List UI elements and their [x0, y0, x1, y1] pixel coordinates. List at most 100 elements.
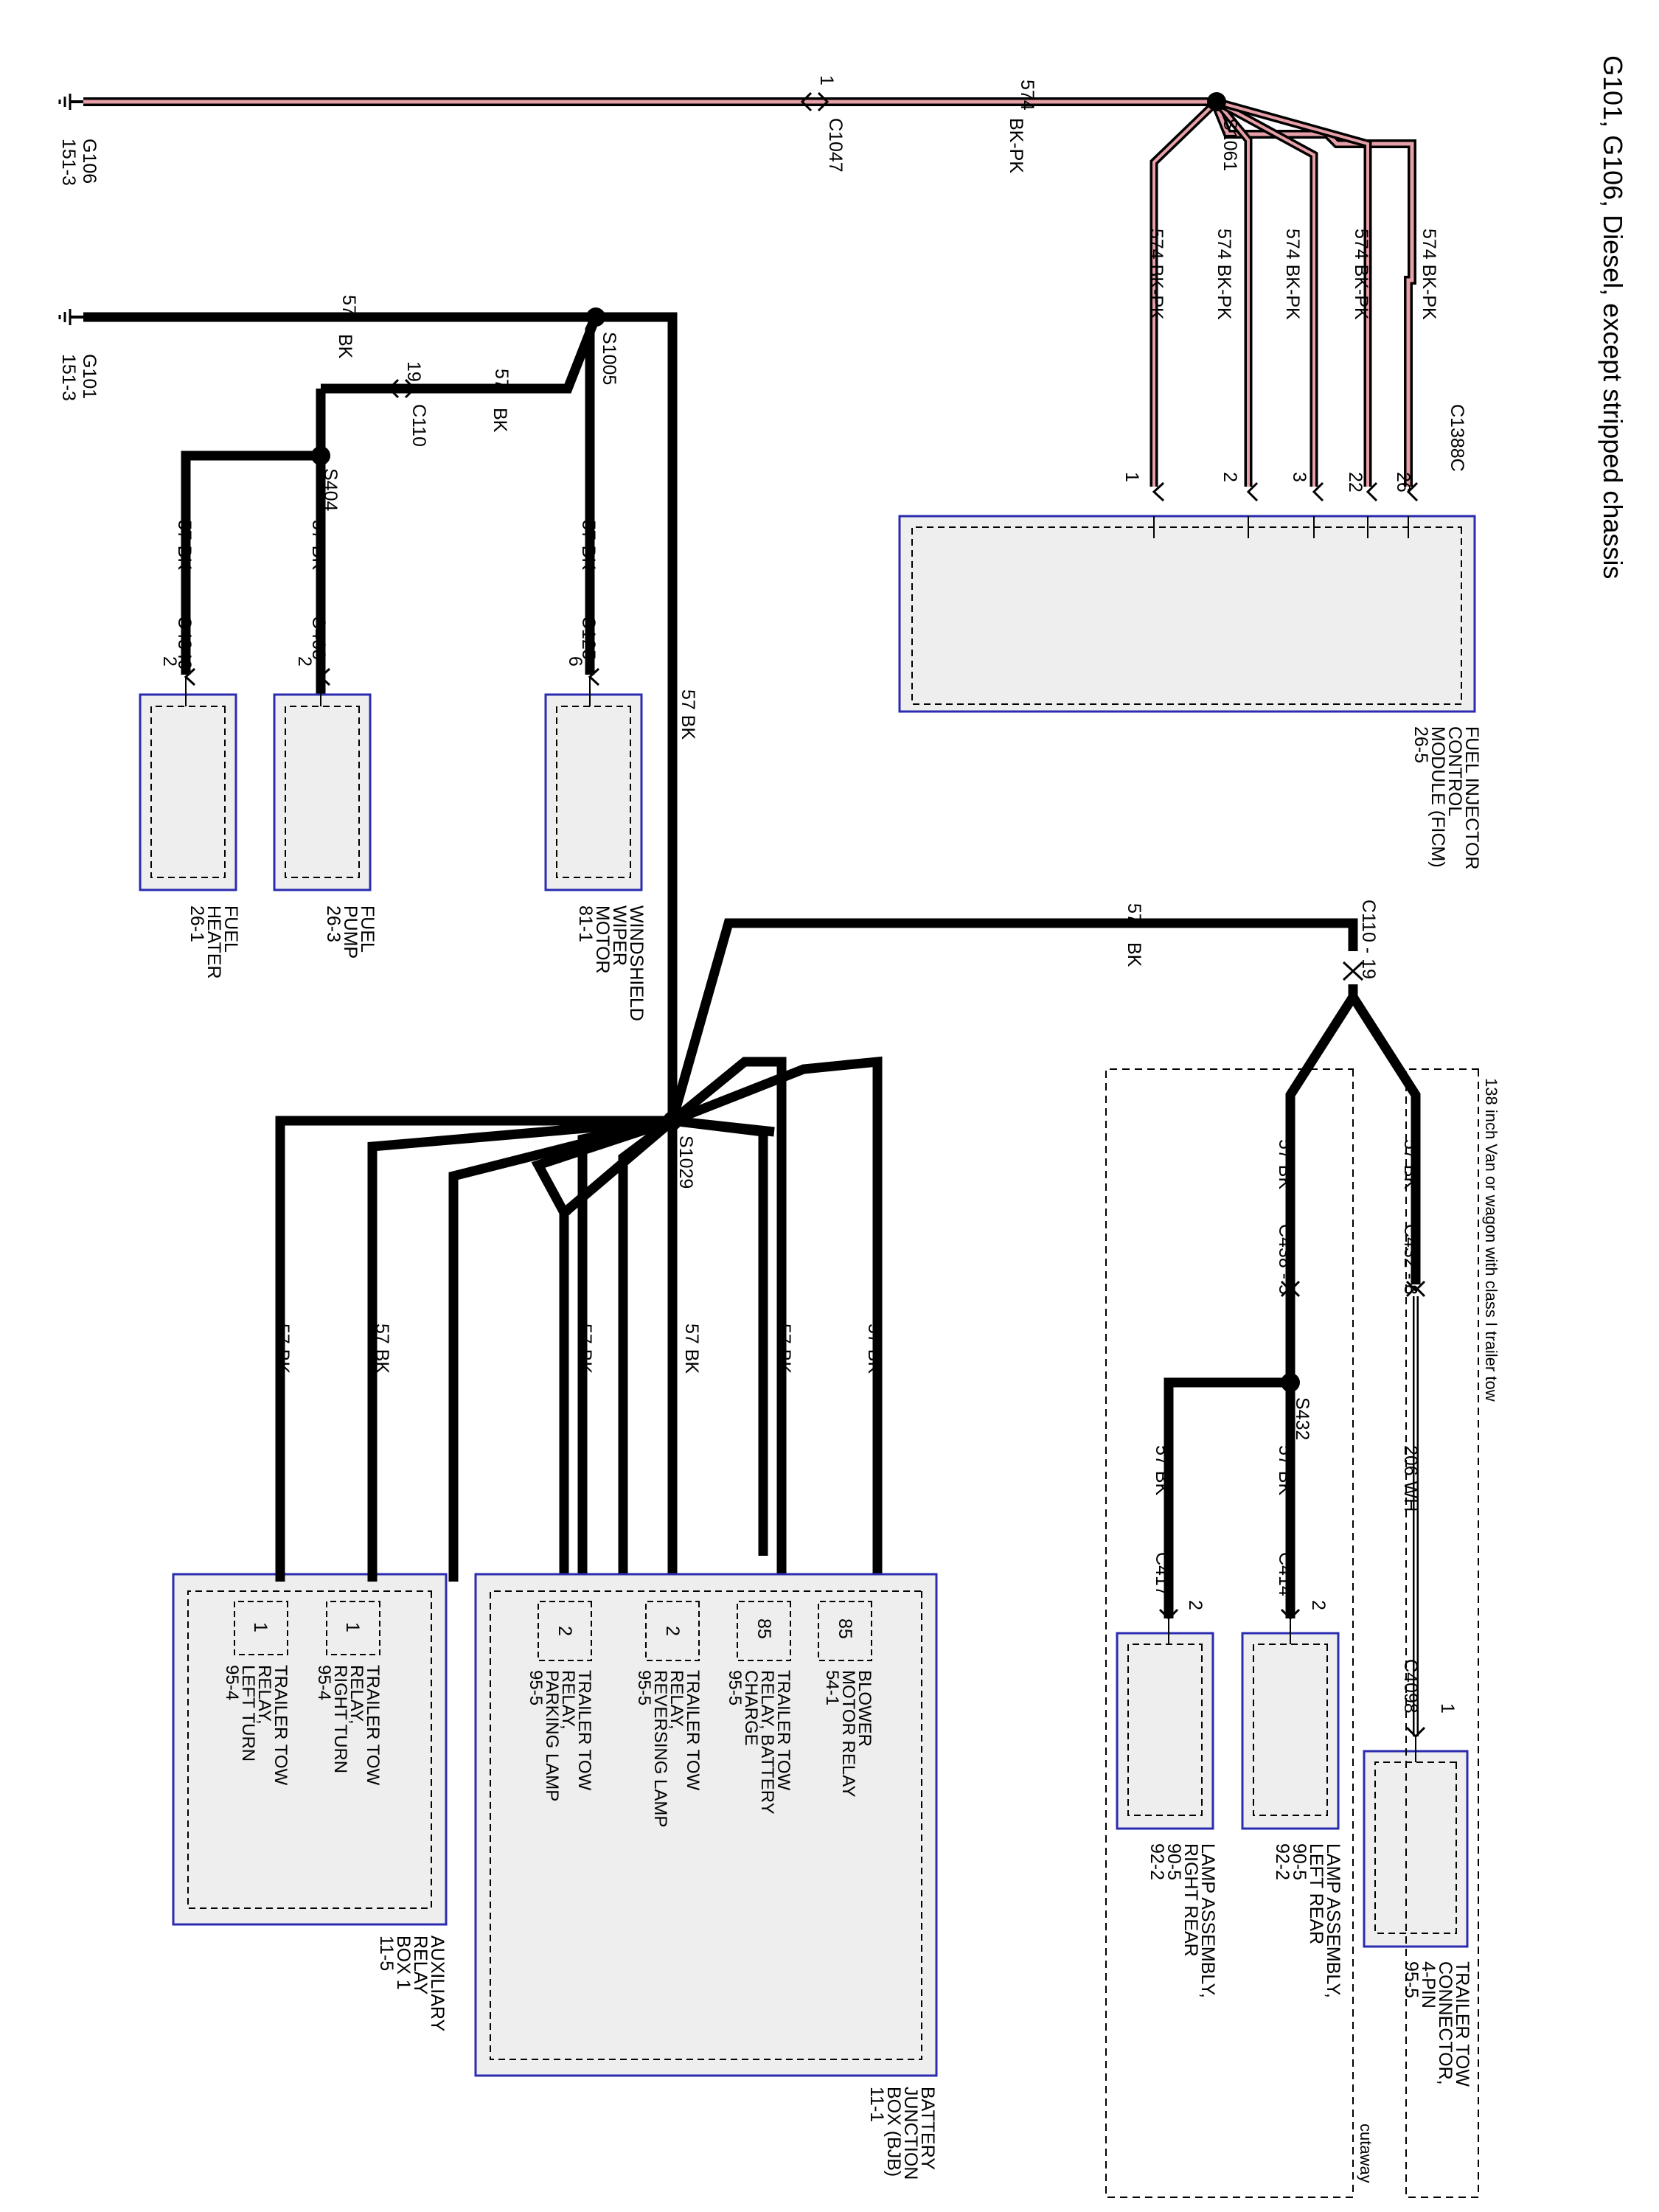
- lamp-assembly-left: C414 2 LAMP ASSEMBLY, LEFT REAR 90-5 92-…: [1241, 1552, 1343, 1998]
- aux-slot-2-line-2: RELAY,: [254, 1665, 274, 1725]
- bjb-slot-2-line-1: TRAILER TOW: [773, 1670, 793, 1790]
- leg-2-label: 574 BK-PK: [1214, 229, 1234, 320]
- ficm-label-line-4: 26-5: [1411, 726, 1431, 763]
- left-lamp-label-line-1: LAMP ASSEMBLY,: [1323, 1843, 1343, 1998]
- trailer-label-line-2: CONNECTOR,: [1435, 1961, 1455, 2085]
- heater-wire-circuit: 57: [174, 520, 195, 540]
- left-lamp-label-line-4: 92-2: [1272, 1843, 1293, 1880]
- aux-slot-2-label: TRAILER TOW RELAY, LEFT TURN 95-4: [222, 1665, 291, 1790]
- g101-wire-circuit: 57: [338, 295, 359, 316]
- pump-wire-color: BK: [308, 546, 329, 571]
- right-lamp-label: LAMP ASSEMBLY, RIGHT REAR 90-5 92-2: [1147, 1843, 1218, 2003]
- left-lamp-wire-circuit: 57: [1275, 1445, 1295, 1466]
- lamp-assembly-right: C417 2 LAMP ASSEMBLY, RIGHT REAR 90-5 92…: [1116, 1552, 1218, 2003]
- left-lamp-wire-label: 57 BK: [1275, 1445, 1295, 1495]
- leg-2-color: BK-PK: [1214, 265, 1234, 320]
- wire-57-rear: [1164, 984, 1421, 1618]
- c110-19-wire-circuit: 57: [1124, 903, 1144, 924]
- connector-c110-19-label: C110 - 19: [1358, 900, 1379, 979]
- ground-g101: G101 151-3: [58, 309, 100, 401]
- splice-s432: [1281, 1373, 1300, 1392]
- pump-pin: 2: [294, 656, 315, 667]
- aux-box-label-line-1: AUXILIARY: [427, 1935, 448, 2031]
- fan-3-wire-label: 57 BK: [681, 1324, 702, 1374]
- wiper-label-line-3: MOTOR: [592, 905, 613, 974]
- lamp-branch-circuit: 57: [1275, 1139, 1295, 1160]
- wire-57-bjb-drops: [448, 1056, 883, 1582]
- bjb-slot-2-line-3: CHARGE: [741, 1670, 761, 1746]
- splice-s404-label: S404: [320, 468, 341, 511]
- bjb-label-line-2: JUNCTION: [900, 2087, 921, 2180]
- ground-g106-name: G106: [79, 139, 100, 184]
- variant-van-wagon-label: 138 inch Van or wagon with class I trail…: [1482, 1078, 1500, 1402]
- trailer-branch-color: BK: [1400, 1165, 1421, 1190]
- trailer-label-line-1: TRAILER TOW: [1452, 1961, 1472, 2087]
- fan-4-color: BK: [574, 1349, 595, 1374]
- fan-2-color: BK: [773, 1349, 794, 1374]
- bjb-slot-1-label: BLOWER MOTOR RELAY 54-1: [822, 1670, 874, 1802]
- right-lamp-label-line-4: 92-2: [1147, 1843, 1167, 1880]
- fan-3-circuit: 57: [681, 1324, 702, 1344]
- leg-3-circuit: 574: [1282, 229, 1303, 260]
- splice-s432-label: S432: [1292, 1397, 1312, 1440]
- connector-c1388c-label: C1388C: [1447, 404, 1467, 472]
- connector-c110: 19 C110: [387, 361, 429, 447]
- fan-2-wire-label: 57 BK: [773, 1324, 794, 1374]
- ficm-harness: [1150, 97, 1372, 487]
- wire-574-circuit-label: 574: [1017, 80, 1037, 111]
- g101-wire-color: BK: [335, 334, 355, 359]
- bjb-slots: 85 85 2 2 BLOWER MOTOR RELAY 54-1 TRAILE…: [526, 1601, 874, 1832]
- lamp-branch-wire-label: 57 BK: [1275, 1139, 1295, 1189]
- ficm-module: [898, 515, 1476, 713]
- pump-label-line-1: FUEL: [357, 905, 378, 953]
- right-lamp-label-line-2: RIGHT REAR: [1180, 1843, 1201, 1957]
- wiper-wire-circuit: 57: [578, 520, 599, 540]
- leg-3-label: 574 BK-PK: [1282, 229, 1303, 320]
- aux-slot-2-pin: 1: [250, 1622, 271, 1632]
- pump-label: FUEL PUMP 26-3: [323, 905, 378, 964]
- variant-van-wagon-frame: [1405, 1068, 1479, 2198]
- wire-206-color: WH: [1400, 1481, 1421, 1512]
- aux-slot-2-line-3: LEFT TURN: [238, 1665, 258, 1761]
- bjb-label: BATTERY JUNCTION BOX (BJB) 11-1: [866, 2087, 938, 2185]
- bjb-slot-3-label: TRAILER TOW RELAY, REVERSING LAMP 95-5: [634, 1670, 703, 1832]
- leg-5-circuit: 574: [1419, 229, 1439, 260]
- aux-box-label-line-4: 11-5: [376, 1935, 397, 1971]
- leg-4-label: 574 BK-PK: [1351, 229, 1371, 320]
- bjb-slot-2-line-2: RELAY, BATTERY: [757, 1670, 777, 1815]
- right-lamp-label-line-3: 90-5: [1164, 1843, 1184, 1880]
- wiper-connector-label: C125: [578, 616, 599, 660]
- wiper-wire-label: 57 BK: [578, 520, 599, 570]
- pump-wire-circuit: 57: [308, 520, 329, 540]
- connector-c1047-label: C1047: [825, 118, 846, 173]
- ficm-pin-3: 3: [1289, 472, 1310, 482]
- left-lamp-wire-color: BK: [1275, 1471, 1295, 1496]
- pump-connector-label: C463: [308, 616, 329, 660]
- bjb-slot-2-label: TRAILER TOW RELAY, BATTERY CHARGE 95-5: [725, 1670, 793, 1819]
- fan-1-wire-label: 57 BK: [864, 1324, 885, 1374]
- bjb-slot-4-pin: 2: [554, 1626, 575, 1636]
- leg-5-label: 574 BK-PK: [1419, 229, 1439, 320]
- main-drop-color: BK: [678, 715, 698, 740]
- trailer-branch-wire-label: 57 BK: [1400, 1139, 1421, 1189]
- bjb-slot-3-pin: 2: [662, 1626, 683, 1636]
- leg-5-color: BK-PK: [1419, 265, 1439, 320]
- connector-c110-pin: 19: [403, 361, 424, 382]
- bjb-slot-1-line-3: 54-1: [822, 1670, 842, 1705]
- wire-57-aux-feeds: [275, 1116, 673, 1582]
- connector-c110-19: C110 - 19: [1342, 900, 1379, 981]
- right-lamp-pin: 2: [1185, 1600, 1206, 1610]
- right-lamp-wire-label: 57 BK: [1152, 1445, 1172, 1495]
- aux-slot-1-line-2: RELAY,: [347, 1665, 366, 1725]
- aux-slot-1-label: TRAILER TOW RELAY, RIGHT TURN 95-4: [314, 1665, 383, 1790]
- leg-2-circuit: 574: [1214, 229, 1234, 260]
- ficm-label-line-1: FUEL INJECTOR: [1461, 726, 1482, 869]
- connector-c417-label: C417: [1152, 1552, 1172, 1596]
- trailer-label-line-4: 95-5: [1401, 1961, 1422, 1998]
- connector-c432-8-label: C432 - 8: [1400, 1224, 1421, 1295]
- fan-3-color: BK: [681, 1349, 702, 1374]
- heater-label: FUEL HEATER 26-1: [187, 905, 241, 984]
- right-lamp-wire-circuit: 57: [1152, 1445, 1172, 1466]
- aux-box-label-line-3: BOX 1: [393, 1935, 414, 1990]
- wiper-pin: 6: [565, 656, 585, 667]
